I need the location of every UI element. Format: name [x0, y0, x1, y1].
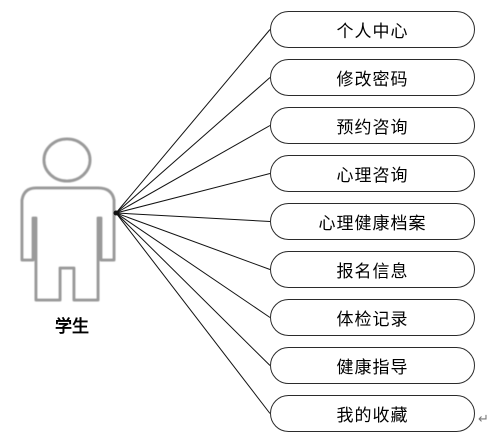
association-line-6 [115, 212, 271, 270]
association-line-2 [115, 77, 271, 214]
association-line-4 [115, 173, 271, 214]
use-case-7: 体检记录 [270, 299, 475, 336]
association-line-7 [115, 212, 271, 318]
use-case-9: 我的收藏 [270, 395, 475, 432]
association-hub [113, 210, 119, 216]
use-case-4: 心理咨询 [270, 155, 475, 192]
use-case-6: 报名信息 [270, 251, 475, 288]
use-case-3: 预约咨询 [270, 107, 475, 144]
association-line-5 [115, 212, 271, 222]
use-case-5: 心理健康档案 [270, 203, 475, 240]
association-line-8 [115, 212, 271, 366]
use-case-8: 健康指导 [270, 347, 475, 384]
use-case-2: 修改密码 [270, 59, 475, 96]
association-line-9 [115, 212, 271, 414]
use-case-1: 个人中心 [270, 11, 475, 48]
association-line-1 [115, 29, 271, 214]
association-line-3 [115, 125, 271, 214]
actor-head [42, 137, 92, 183]
paragraph-mark: ↵ [478, 412, 489, 427]
actor-body [20, 186, 116, 302]
actor-label: 学生 [55, 317, 89, 337]
actor-figure [20, 137, 116, 302]
association-lines [115, 29, 271, 414]
